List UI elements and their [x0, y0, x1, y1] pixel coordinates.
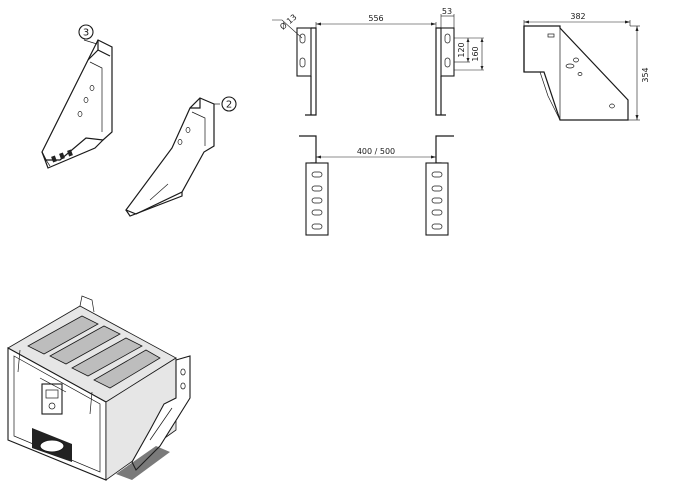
- dim-hole-label: Ø 13: [278, 12, 299, 32]
- bracket-2-view: [125, 97, 220, 217]
- dim-382-label: 382: [570, 12, 585, 21]
- bottom-view: [299, 135, 454, 236]
- dimension-120-160: 120 160: [454, 37, 484, 71]
- side-view: [523, 25, 629, 121]
- dim-354-label: 354: [641, 67, 650, 82]
- dim-556-label: 556: [368, 14, 383, 23]
- front-view-top: [296, 27, 455, 116]
- dim-400-500-label: 400 / 500: [357, 147, 395, 156]
- toolbox-view: [7, 295, 191, 481]
- dimension-53: 53: [440, 7, 455, 28]
- dim-160-label: 160: [471, 46, 480, 61]
- callout-bracket-2: 2: [221, 96, 237, 112]
- callout-bracket-3: 3: [78, 24, 94, 40]
- dimension-556: 556: [315, 14, 437, 28]
- dimension-hole-diameter: Ø 13: [272, 12, 303, 39]
- dim-53-label: 53: [442, 7, 452, 16]
- dimension-354: 354: [628, 25, 650, 121]
- bracket-3-view: [41, 39, 113, 169]
- dimension-382: 382: [523, 12, 631, 26]
- dim-120-label: 120: [457, 42, 466, 57]
- callout-2-label: 2: [226, 100, 232, 111]
- dimension-400-500: 400 / 500: [316, 147, 436, 159]
- callout-3-label: 3: [83, 28, 89, 39]
